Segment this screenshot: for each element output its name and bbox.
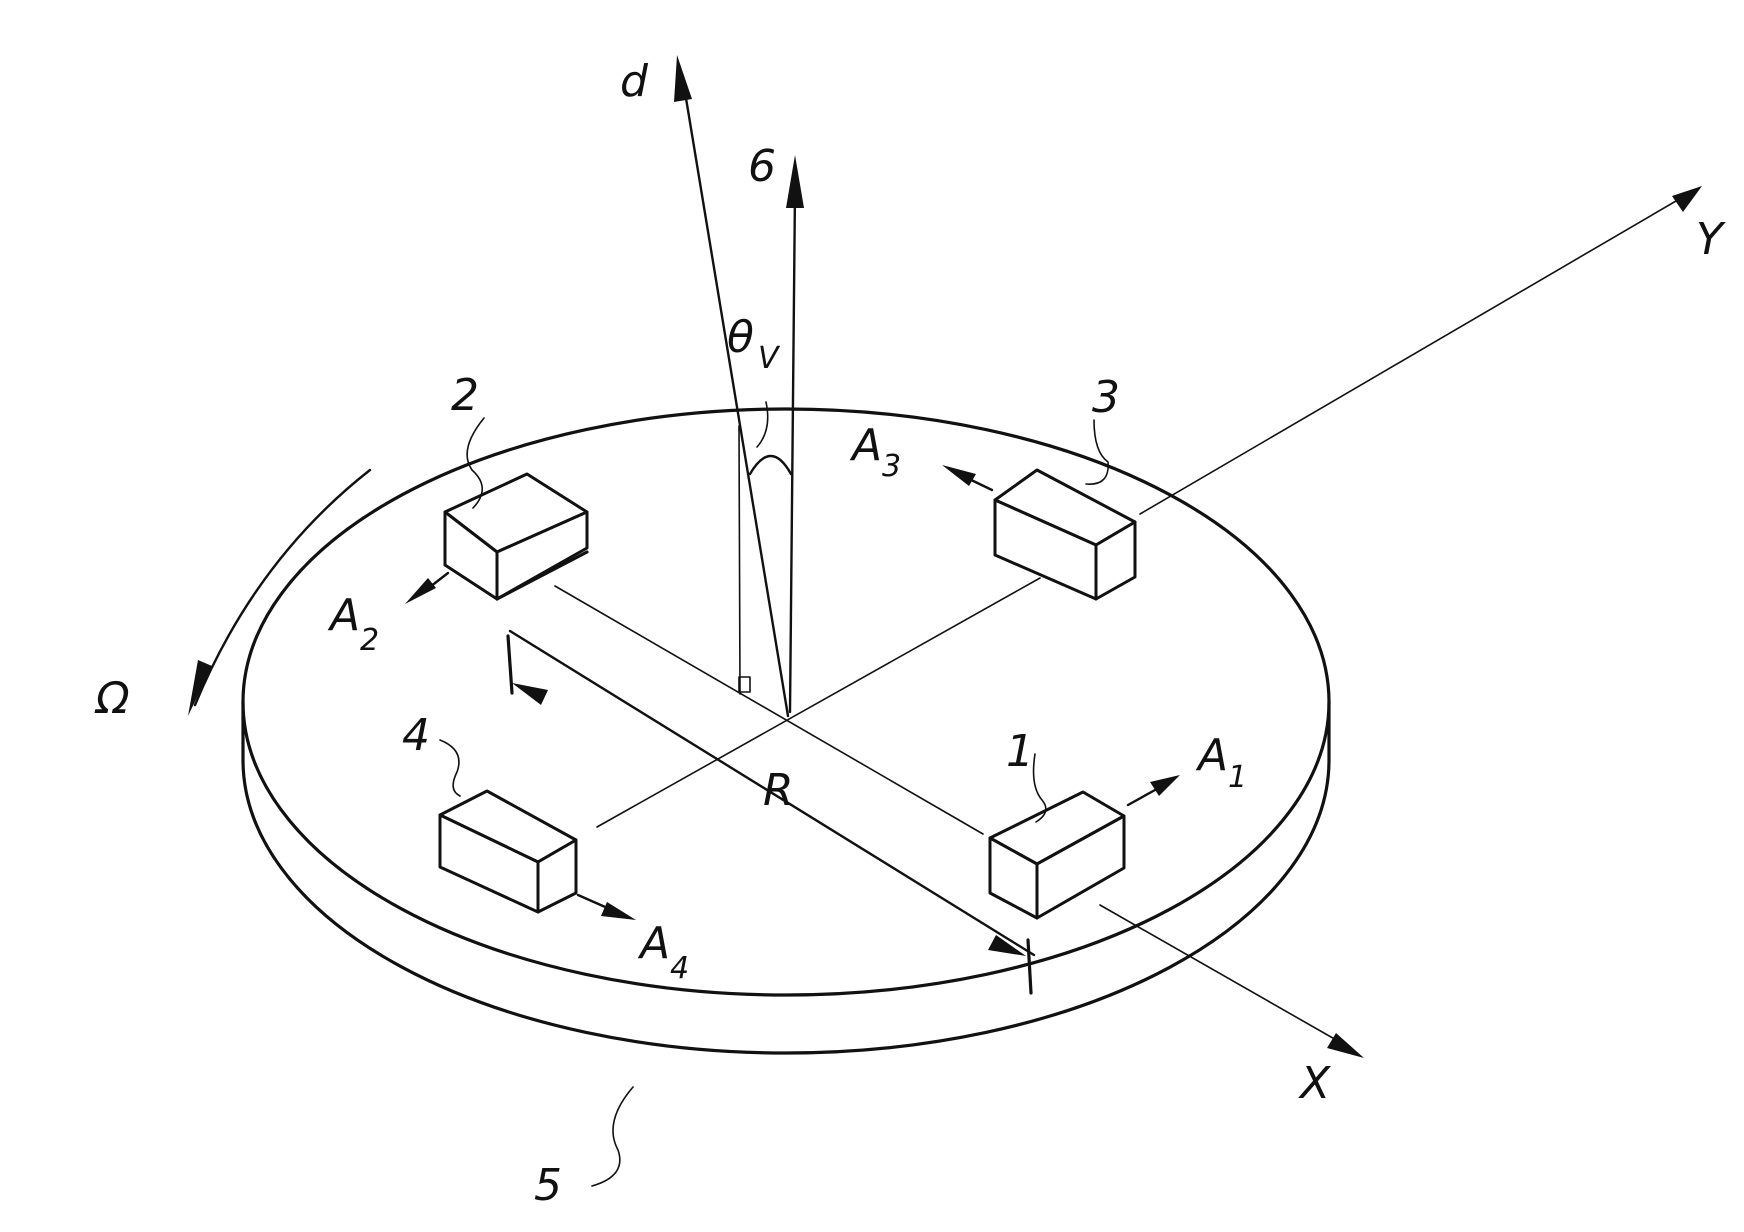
cross-lines	[555, 578, 1040, 834]
arrow-a1-shaft	[1128, 790, 1155, 805]
x-axis-arrowhead	[1327, 1033, 1364, 1058]
label-omega: Ω	[94, 673, 130, 724]
label-ref-3: 3	[1092, 372, 1120, 423]
sensor-block-4	[440, 740, 636, 920]
label-a4: A	[637, 918, 670, 969]
arrow-a2-head	[405, 578, 436, 604]
sensor-block-3	[942, 420, 1135, 599]
axis-6-arrowhead	[786, 155, 804, 208]
leader-5	[592, 1087, 633, 1186]
label-a1: A	[1195, 730, 1228, 781]
label-a2-sub: 2	[360, 623, 379, 658]
arrow-a1-head	[1150, 775, 1180, 796]
axis-d-arrowhead	[674, 55, 692, 102]
label-a1-sub: 1	[1228, 760, 1247, 795]
leader-3	[1086, 420, 1108, 484]
label-axis-x: X	[1298, 1058, 1331, 1109]
arrow-a3-head	[942, 465, 976, 486]
label-axis-y: Y	[1696, 214, 1726, 265]
label-a4-sub: 4	[670, 951, 689, 986]
label-ref-1: 1	[1006, 726, 1034, 777]
y-axis-arrowhead	[1672, 186, 1702, 212]
label-axis-6: 6	[748, 141, 776, 192]
label-ref-2: 2	[451, 370, 479, 421]
diagonal-line-4-to-3	[597, 578, 1040, 827]
label-a3: A	[849, 420, 882, 471]
label-radius: R	[763, 765, 794, 816]
label-a2: A	[327, 590, 360, 641]
label-theta-sub: V	[758, 341, 781, 376]
label-ref-5: 5	[534, 1160, 562, 1211]
radius-arrowhead-left	[512, 683, 548, 705]
label-a3-sub: 3	[882, 449, 901, 484]
sensor-block-1	[990, 754, 1180, 918]
arrow-a4-head	[601, 902, 636, 920]
projection-line	[739, 426, 750, 694]
y-axis	[1140, 186, 1702, 514]
radius-end-stop-right	[1028, 940, 1031, 993]
radius-end-stop-left	[508, 636, 512, 693]
leader-4	[440, 740, 460, 796]
label-axis-d: d	[620, 56, 649, 107]
axis-6	[786, 155, 804, 712]
label-theta: θ	[727, 312, 754, 363]
sensor-block-2	[405, 418, 587, 604]
label-ref-4: 4	[402, 710, 430, 761]
theta-angle	[750, 402, 791, 474]
rotation-arrowhead	[188, 660, 212, 716]
